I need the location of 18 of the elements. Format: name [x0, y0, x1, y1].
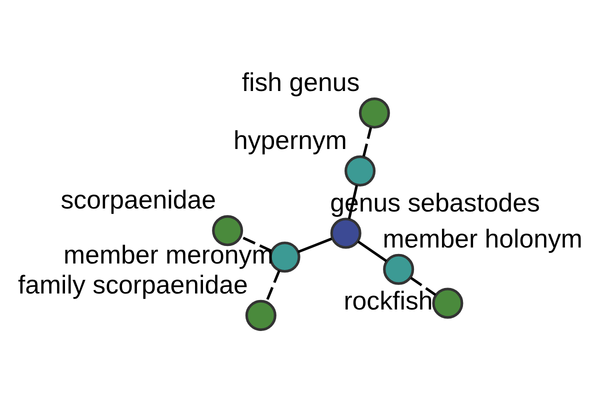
node-circle	[330, 218, 362, 249]
connector	[265, 270, 280, 302]
node-circle	[432, 288, 464, 319]
node-label: family scorpaenidae	[18, 271, 248, 300]
node-circle	[245, 300, 276, 331]
node-label: hypernym	[233, 126, 347, 155]
connector	[357, 240, 388, 262]
node-circle	[383, 254, 414, 285]
node-label: rockfish	[344, 288, 433, 316]
node-label: scorpaenidae	[60, 186, 216, 215]
node-label: fish genus	[242, 69, 360, 98]
node-label: member holonym	[382, 225, 582, 254]
connector	[410, 276, 436, 296]
node-circle	[344, 155, 376, 186]
node-circle	[212, 215, 244, 246]
node-circle	[358, 98, 390, 129]
connector	[362, 127, 372, 157]
connector	[298, 238, 332, 254]
